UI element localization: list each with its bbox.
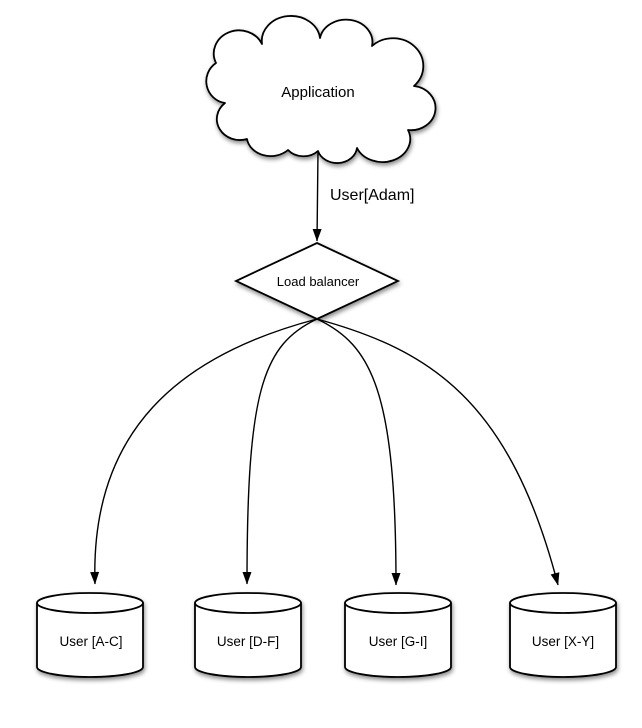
- shard-cylinder-a-c: [36, 592, 144, 678]
- edge-lb-to-shard-a-c: [90, 318, 318, 585]
- edge-lb-to-shard-d-f: [242, 318, 318, 585]
- edge-lb-to-shard-g-i: [316, 318, 401, 586]
- edge-lb-to-shard-x-y: [316, 318, 560, 586]
- application-cloud-shape: [205, 15, 437, 164]
- shard-g-i-label: User [G-I]: [368, 634, 428, 649]
- load-balancer-node-label: Load balancer: [276, 274, 360, 289]
- shard-x-y-label: User [X-Y]: [531, 634, 595, 649]
- edge-application-to-load-balancer: [312, 150, 322, 242]
- shard-cylinder-x-y: [509, 592, 617, 678]
- application-node-label: Application: [281, 84, 355, 101]
- edge-user-adam-label: User[Adam]: [330, 187, 415, 204]
- shard-a-c-label: User [A-C]: [59, 634, 123, 649]
- shard-cylinder-g-i: [344, 592, 452, 678]
- shard-d-f-label: User [D-F]: [216, 634, 280, 649]
- shard-cylinder-d-f: [194, 592, 302, 678]
